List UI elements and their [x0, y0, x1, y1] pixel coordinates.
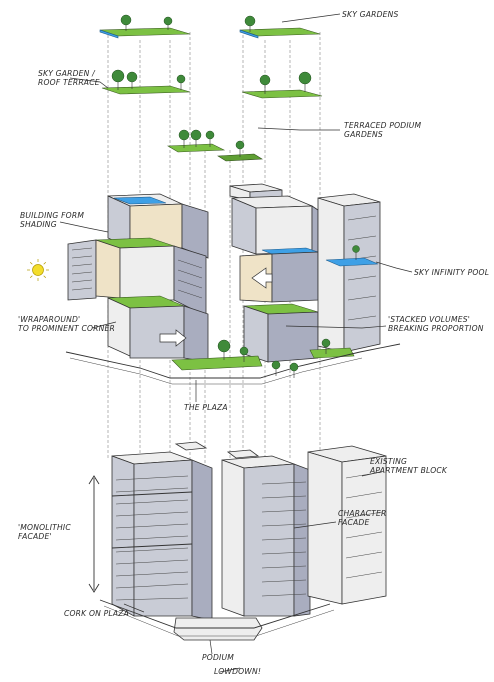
label-sky-garden-roof-terrace: SKY GARDEN / ROOF TERRACE	[38, 69, 100, 87]
label-stacked-volumes: 'STACKED VOLUMES' BREAKING PROPORTION	[388, 315, 484, 333]
tree-icon	[176, 74, 186, 90]
annotation-labels: SKY GARDENS SKY GARDEN / ROOF TERRACE TE…	[18, 10, 489, 676]
lower-existing-block	[307, 445, 387, 605]
sky-garden-top-left	[99, 14, 191, 39]
tree-icon	[235, 140, 245, 157]
arrow-icon	[159, 329, 187, 347]
height-arrow	[88, 475, 100, 593]
facade-hatching	[177, 259, 203, 299]
tree-icon	[178, 129, 190, 148]
sky-garden-top-right	[239, 15, 321, 39]
tree-icon	[217, 339, 231, 360]
facade-hatching	[71, 247, 93, 291]
sun-icon	[27, 259, 49, 281]
tree-icon	[239, 346, 249, 362]
label-sky-infinity-pool: SKY INFINITY POOL	[414, 268, 489, 277]
label-building-form-shading: BUILDING FORM SHADING	[20, 211, 87, 229]
label-lowdown: LOWDOWN!	[214, 667, 261, 676]
arrow-icon	[251, 267, 273, 289]
label-character-facade: CHARACTER FACADE	[338, 509, 389, 527]
tree-icon	[298, 71, 312, 92]
tree-icon	[352, 245, 360, 260]
tree-icon	[120, 14, 132, 31]
tree-icon	[111, 69, 125, 90]
tree-icon	[271, 360, 281, 376]
tree-icon	[289, 362, 299, 378]
lower-right-tower	[221, 449, 311, 617]
roof-terrace-left	[101, 69, 191, 95]
tree-icon	[259, 74, 271, 94]
existing-block-middle	[317, 193, 381, 353]
label-sky-gardens: SKY GARDENS	[342, 10, 399, 19]
roof-terrace-right	[241, 71, 323, 99]
label-the-plaza: THE PLAZA	[184, 403, 228, 412]
label-wraparound: 'WRAPAROUND' TO PROMINENT CORNER	[18, 315, 115, 333]
label-terraced-podium-gardens: TERRACED PODIUM GARDENS	[344, 121, 424, 139]
tree-icon	[126, 71, 138, 89]
tree-icon	[205, 130, 215, 147]
tree-icon	[163, 16, 173, 30]
lower-podium	[99, 599, 335, 641]
facade-hatching	[345, 471, 383, 579]
plaza-middle	[65, 338, 401, 385]
tree-icon	[321, 338, 331, 354]
label-podium: PODIUM	[202, 653, 234, 662]
facade-grid	[261, 481, 307, 597]
label-monolithic-facade: 'MONOLITHIC FACADE'	[18, 523, 73, 541]
facade-grid	[111, 475, 193, 601]
leader-lines	[59, 13, 413, 673]
lower-left-tower	[111, 441, 213, 621]
label-cork-on-plaza: CORK ON PLAZA	[64, 609, 129, 618]
left-tower-stacked	[67, 193, 209, 363]
terraced-podium-gardens	[166, 129, 263, 162]
tree-icon	[190, 129, 202, 147]
tree-icon	[244, 15, 256, 32]
right-tower-stacked	[229, 183, 319, 363]
label-existing-apartment-block: EXISTING APARTMENT BLOCK	[369, 457, 448, 475]
